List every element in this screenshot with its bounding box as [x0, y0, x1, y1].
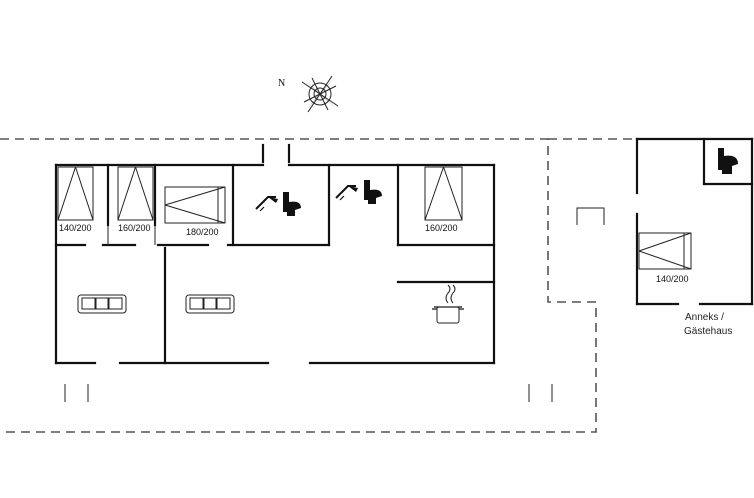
shower-icon [255, 196, 278, 212]
bed-icon [164, 186, 226, 224]
terrace-step-marks [64, 384, 553, 402]
north-label: N [278, 78, 285, 89]
bed-icon [424, 166, 463, 221]
shower-icon [335, 185, 358, 201]
compass-rose-icon [301, 75, 339, 113]
bed-size-label: 160/200 [425, 223, 458, 233]
bed-size-label: 140/200 [59, 223, 92, 233]
annex-entrance-mark [576, 207, 605, 225]
bed-size-label: 180/200 [186, 227, 219, 237]
interior-walls [54, 163, 496, 365]
toilet-icon [718, 148, 738, 174]
annex-label-line1: Anneks / [685, 312, 724, 323]
cooking-pot-icon [432, 284, 464, 324]
annex-label-line2: Gästehaus [684, 326, 732, 337]
toilet-icon [364, 180, 382, 204]
bed-icon [117, 166, 154, 221]
toilet-icon [283, 192, 301, 216]
main-house-walls [54, 143, 496, 365]
terrace-outline [0, 138, 597, 433]
sofa-icon [185, 294, 235, 314]
bed-icon [638, 232, 692, 270]
bed-icon [57, 166, 94, 221]
sofa-icon [77, 294, 127, 314]
bed-size-label: 140/200 [656, 274, 689, 284]
bed-size-label: 160/200 [118, 223, 151, 233]
annex-walls [635, 137, 754, 306]
